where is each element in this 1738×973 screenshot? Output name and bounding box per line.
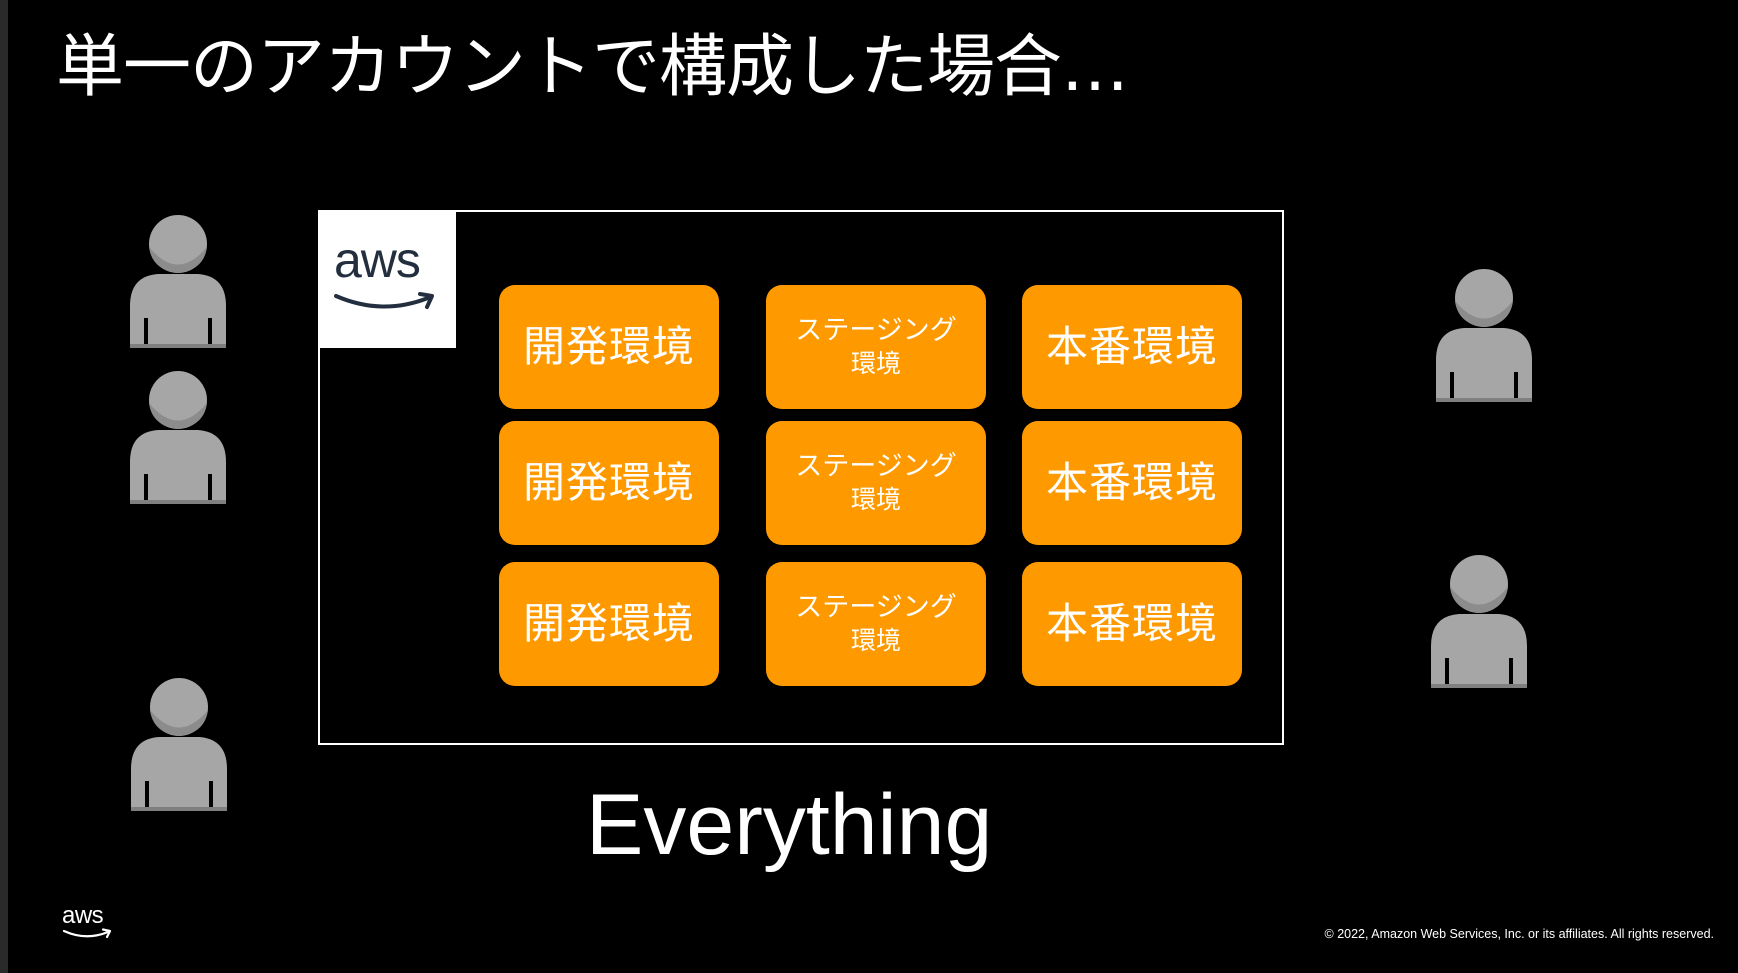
prod-environment-label: 本番環境: [1045, 322, 1218, 371]
aws-logo-tile: aws: [320, 212, 456, 348]
staging-environment-box: ステージング 環境: [766, 562, 986, 686]
caption-everything: Everything: [586, 777, 993, 873]
aws-logo-text: aws: [334, 232, 421, 288]
dev-environment-box: 開発環境: [499, 421, 719, 545]
staging-label-line1: ステージング: [795, 451, 957, 482]
aws-account-box: aws: [318, 210, 1284, 745]
user-icon: [1429, 554, 1529, 694]
dev-environment-label: 開発環境: [522, 322, 695, 371]
copyright-notice: © 2022, Amazon Web Services, Inc. or its…: [1324, 927, 1714, 941]
prod-environment-box: 本番環境: [1022, 562, 1242, 686]
staging-label-line1: ステージング: [795, 315, 957, 346]
footer-aws-logo-text: aws: [62, 902, 104, 929]
slide: 単一のアカウントで構成した場合…: [8, 0, 1738, 973]
dev-environment-label: 開発環境: [522, 458, 695, 507]
prod-environment-label: 本番環境: [1045, 599, 1218, 648]
dev-environment-box: 開発環境: [499, 285, 719, 409]
prod-environment-box: 本番環境: [1022, 421, 1242, 545]
dev-environment-label: 開発環境: [522, 599, 695, 648]
prod-environment-box: 本番環境: [1022, 285, 1242, 409]
staging-environment-box: ステージング 環境: [766, 285, 986, 409]
aws-logo-icon: [334, 292, 434, 309]
user-icon: [128, 214, 228, 354]
prod-environment-label: 本番環境: [1045, 458, 1218, 507]
aws-logo-icon: [62, 928, 112, 939]
dev-environment-box: 開発環境: [499, 562, 719, 686]
user-icon: [128, 370, 228, 510]
footer-aws-logo: aws: [62, 904, 122, 944]
staging-environment-box: ステージング 環境: [766, 421, 986, 545]
staging-label-line2: 環境: [850, 485, 901, 514]
staging-label-line1: ステージング: [795, 592, 957, 623]
user-icon: [129, 677, 229, 817]
staging-label-line2: 環境: [850, 349, 901, 378]
user-icon: [1434, 268, 1534, 408]
staging-label-line2: 環境: [850, 626, 901, 655]
slide-title: 単一のアカウントで構成した場合…: [56, 28, 1129, 107]
